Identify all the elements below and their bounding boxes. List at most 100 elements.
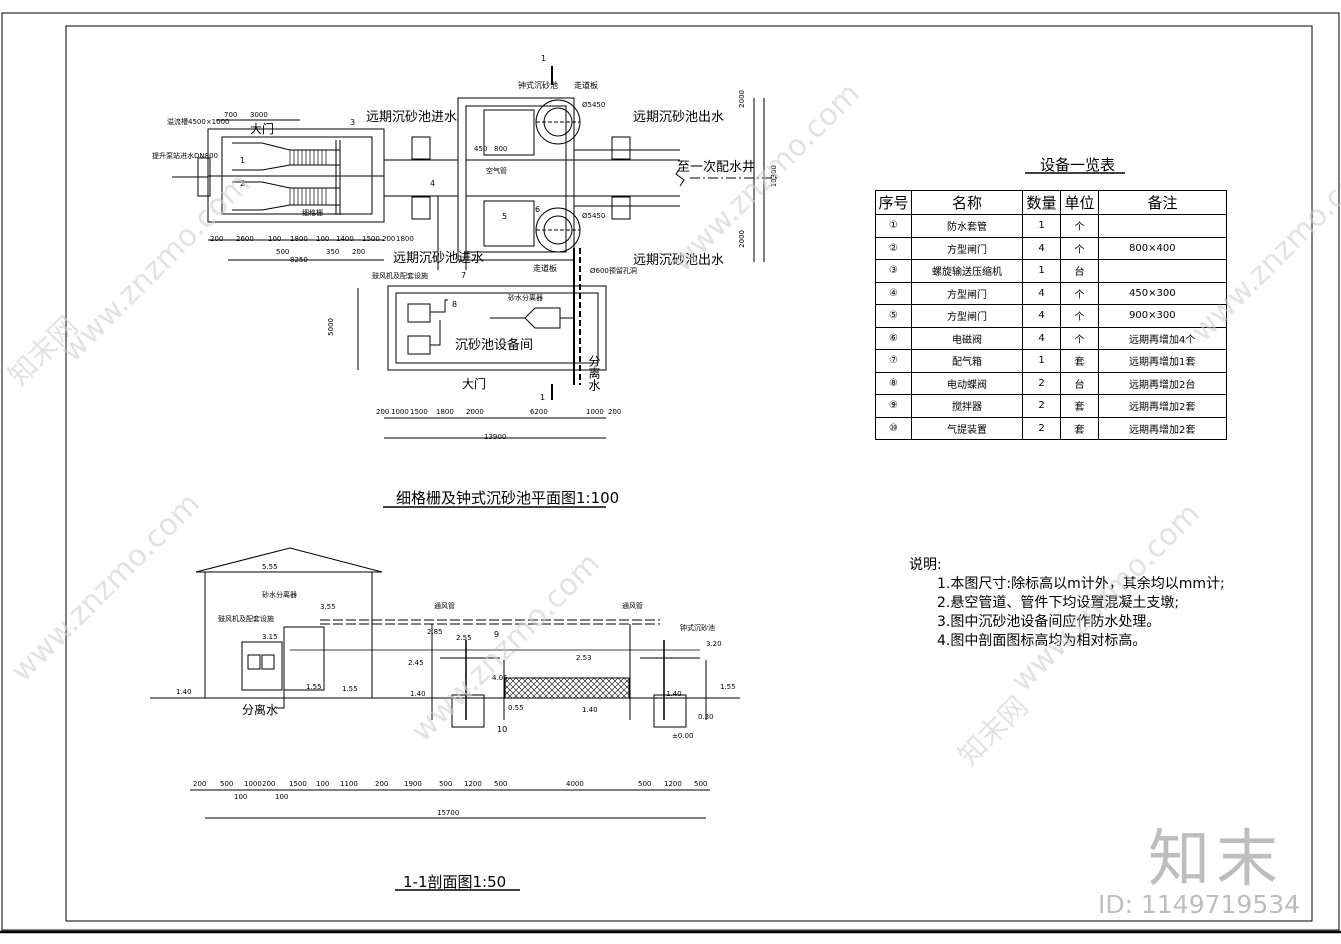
dim-room-5: 2000 [466, 408, 484, 416]
section-title: 1-1剖面图1:50 [403, 873, 507, 891]
inner-border [65, 25, 1313, 922]
sec-dim-2: 500 [220, 780, 234, 788]
document-id: ID: 1149719534 [1098, 890, 1301, 919]
label-walkway-board-2: 走道板 [533, 264, 557, 273]
plan-title: 细格栅及钟式沉砂池平面图1:100 [396, 489, 620, 507]
label-gate-top: 大门 [250, 122, 275, 136]
dim-room-6: 6200 [530, 408, 548, 416]
callout-10: 10 [497, 725, 508, 734]
label-future-inlet-bottom: 远期沉砂池进水 [393, 251, 485, 266]
elev-5-55: 5.55 [262, 563, 278, 571]
dim-room-2: 1000 [391, 408, 409, 416]
header-remark: 备注 [1098, 190, 1227, 215]
dim-row-5: 100 [316, 235, 330, 243]
label-gate-bottom: 大门 [462, 377, 487, 391]
brand-logo: 知末 [1148, 822, 1285, 895]
label-overflow-weir: 溢流槽4500×1000 [167, 118, 230, 126]
dim-left-room: 5000 [327, 318, 335, 336]
dim-row-9: 1800 [396, 235, 414, 243]
label-vent-pipe-1: 通风管 [434, 602, 455, 610]
dim-row-1: 200 [210, 235, 224, 243]
label-bell-grit-section: 钟式沉砂池 [680, 624, 715, 632]
label-separated-water-plan: 分离水 [587, 355, 601, 391]
label-separated-water-section: 分离水 [242, 703, 279, 717]
elev-1-55-c: 1.55 [720, 683, 736, 691]
elev-2-53: 2.53 [576, 654, 592, 662]
dim-small-1: 450 [474, 145, 488, 153]
table-row: ③ 螺旋输送压缩机 1 台 [875, 259, 1227, 283]
label-future-inlet-top: 远期沉砂池进水 [366, 110, 458, 125]
header-no: 序号 [875, 190, 912, 215]
label-lift-pump-inlet: 提升泵站进水DN800 [152, 152, 218, 160]
elev-0-55: 0.55 [508, 704, 524, 712]
table-header-row: 序号 名称 数量 单位 备注 [875, 190, 1227, 215]
sec-dim-6: 100 [316, 780, 330, 788]
label-air-pipe: 空气管 [486, 167, 507, 175]
table-row: ⑩ 气提装置 2 套 远期再增加2套 [875, 416, 1227, 440]
dim-total-left: 8250 [290, 256, 308, 264]
dim-row-7: 1500 [362, 235, 380, 243]
label-vent-pipe-2: 通风管 [622, 602, 643, 610]
dim-right-2: 2000 [738, 230, 746, 248]
equipment-table-title: 设备一览表 [1040, 156, 1116, 174]
notes: 说明: 1.本图尺寸:除标高以m计外，其余均以mm计; 2.悬空管道、管件下均设… [909, 556, 1225, 651]
sec-dim-8: 200 [375, 780, 389, 788]
label-walkway-board: 走道板 [574, 81, 598, 90]
dim-room-7: 1000 [586, 408, 604, 416]
elev-3-15: 3.15 [262, 633, 278, 641]
dim-total-room: 13900 [484, 433, 507, 441]
table-row: ⑥ 电磁阀 4 个 远期再增加4个 [875, 326, 1227, 350]
note-item: 2.悬空管道、管件下均设置混凝土支墩; [937, 595, 1180, 611]
elev-1-55-b: 1.55 [342, 685, 358, 693]
dim-room-4: 1800 [436, 408, 454, 416]
elev-zero: ±0.00 [672, 732, 694, 740]
elev-2-55: 2.55 [456, 634, 472, 642]
header-unit: 单位 [1060, 190, 1099, 215]
table-row: ⑦ 配气箱 1 套 远期再增加1套 [875, 349, 1227, 373]
label-blower-section: 鼓风机及配套设施 [218, 615, 274, 623]
label-sand-separator-section: 砂水分离器 [262, 591, 297, 599]
section-mark-bottom: 1 [540, 393, 546, 402]
elev-1-55-a: 1.55 [306, 683, 322, 691]
label-diameter-2: Ø5450 [582, 212, 606, 220]
elev-2-45: 2.45 [408, 659, 424, 667]
label-diameter-1: Ø5450 [582, 101, 606, 109]
dim-row-2: 2600 [236, 235, 254, 243]
callout-7: 7 [461, 271, 467, 280]
section-mark-top: 1 [541, 54, 547, 63]
outer-border [1, 12, 1340, 931]
dim-sub-1: 500 [276, 248, 290, 256]
sec-dim-sub-1: 100 [234, 793, 248, 801]
header-name: 名称 [911, 190, 1023, 215]
sec-dim-4: 200 [262, 780, 276, 788]
sec-dim-sub-2: 100 [275, 793, 289, 801]
dim-room-3: 1500 [410, 408, 428, 416]
sec-dim-12: 500 [494, 780, 508, 788]
dim-row-4: 1800 [290, 235, 308, 243]
dim-right-1: 2000 [738, 90, 746, 108]
sec-dim-15: 1200 [664, 780, 682, 788]
callout-3: 3 [350, 118, 356, 127]
sec-dim-10: 500 [439, 780, 453, 788]
callout-9: 9 [494, 630, 500, 639]
dim-sub-2: 350 [326, 248, 340, 256]
elev-1-40-left: 1.40 [176, 688, 192, 696]
label-bell-grit-tank: 钟式沉砂池 [518, 81, 558, 90]
sec-dim-14: 500 [638, 780, 652, 788]
table-row: ② 方型闸门 4 个 800×400 [875, 236, 1227, 260]
equipment-table: 序号 名称 数量 单位 备注 ① 防水套管 1 个 ② 方型闸门 4 个 800… [875, 190, 1227, 440]
sec-dim-total: 15700 [437, 809, 460, 817]
elev-3-20: 3.20 [706, 640, 722, 648]
sec-dim-9: 1900 [404, 780, 422, 788]
dim-top-1: 700 [224, 111, 238, 119]
label-future-outlet-top: 远期沉砂池出水 [633, 110, 725, 125]
sec-dim-3: 1000 [244, 780, 262, 788]
label-future-outlet-bottom: 远期沉砂池出水 [633, 253, 725, 268]
plan-view [172, 66, 778, 439]
label-blower-equipment: 鼓风机及配套设施 [372, 272, 428, 280]
sec-dim-7: 1100 [340, 780, 358, 788]
elev-1-40-d: 1.40 [666, 690, 682, 698]
note-item: 1.本图尺寸:除标高以m计外，其余均以mm计; [937, 576, 1225, 592]
table-row: ④ 方型闸门 4 个 450×300 [875, 281, 1227, 305]
dim-top-2: 3000 [250, 111, 268, 119]
